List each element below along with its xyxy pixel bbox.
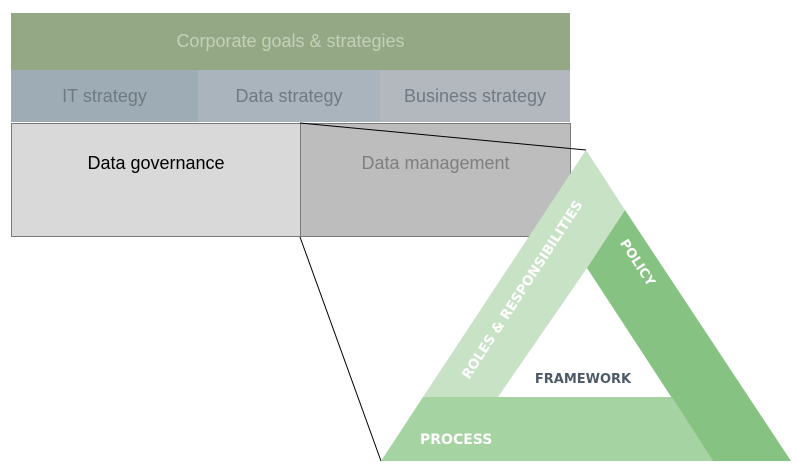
corporate-goals-box: Corporate goals & strategies [11,13,570,70]
corporate-goals-label: Corporate goals & strategies [176,31,405,51]
data-management-box: Data management [300,123,571,237]
framework-label: FRAMEWORK [535,372,632,387]
data-governance-label: Data governance [87,153,225,173]
data-management-label: Data management [361,153,510,173]
zoom-line-top [299,122,587,151]
zoom-line-bottom [299,236,382,462]
it-strategy-label: IT strategy [62,85,147,106]
process-band [381,397,713,461]
policy-band [587,210,791,461]
process-label: PROCESS [420,432,492,448]
data-strategy-label: Data strategy [235,85,343,106]
roles-band [423,150,625,397]
it-strategy-box: IT strategy [11,70,198,122]
data-governance-box: Data governance [11,123,301,237]
data-strategy-box: Data strategy [198,70,380,122]
business-strategy-box: Business strategy [380,70,570,122]
business-strategy-label: Business strategy [403,85,547,106]
